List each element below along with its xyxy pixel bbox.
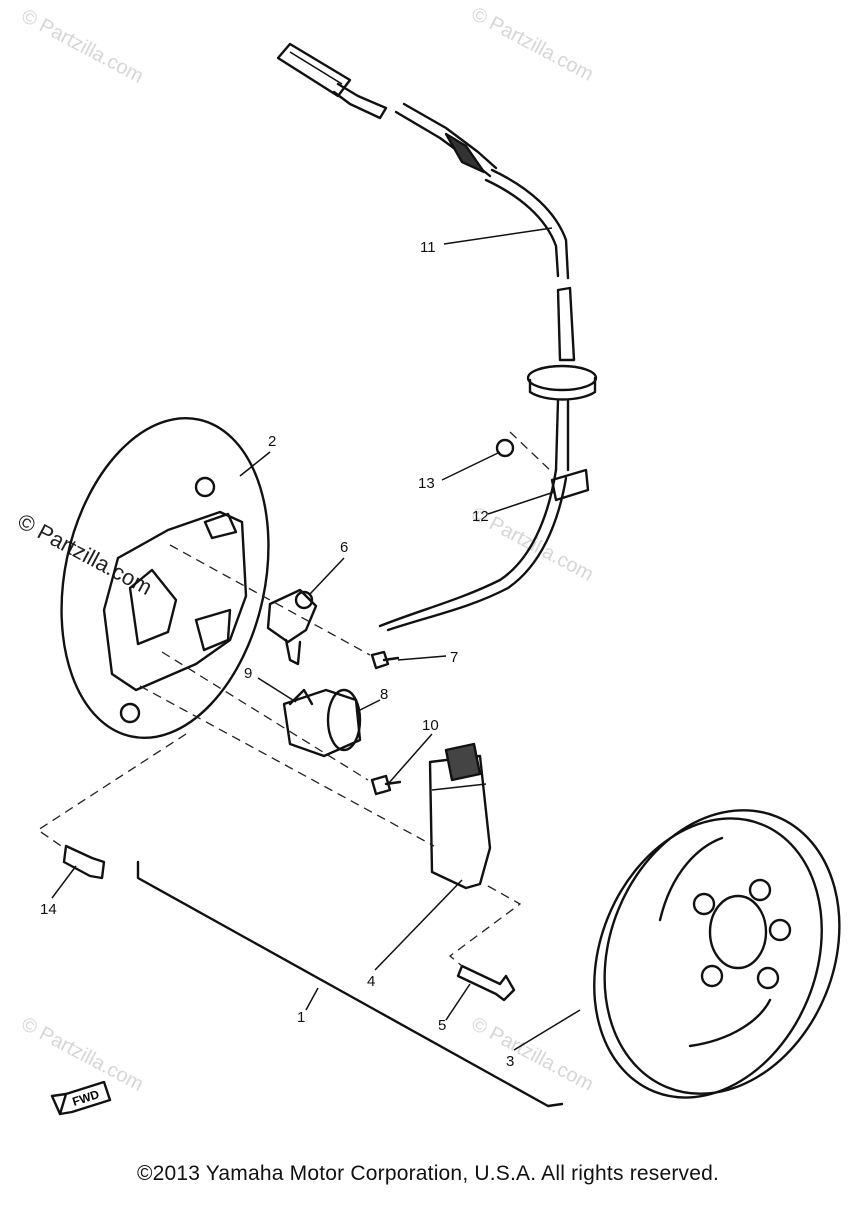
watermark: © Partzilla.com (18, 1013, 147, 1096)
callout-1: 1 (297, 1009, 305, 1026)
contact-breaker[interactable] (266, 588, 318, 666)
watermark: © Partzilla.com (14, 508, 157, 600)
callout-6: 6 (340, 539, 348, 556)
wire-clamp[interactable] (550, 468, 590, 502)
callout-14: 14 (40, 901, 57, 918)
callout-4: 4 (367, 973, 375, 990)
plate-screw[interactable] (62, 844, 106, 880)
callout-13: 13 (418, 475, 435, 492)
watermark: © Partzilla.com (468, 3, 597, 86)
condenser-screw[interactable] (370, 774, 402, 796)
callout-9: 9 (244, 665, 252, 682)
rotor-flywheel[interactable] (554, 775, 856, 1132)
callout-5: 5 (438, 1017, 446, 1034)
condenser-clip[interactable] (288, 688, 314, 706)
leader-lines (51, 227, 581, 1051)
callout-3: 3 (506, 1053, 514, 1070)
callout-7: 7 (450, 649, 458, 666)
callout-11: 11 (420, 239, 436, 256)
callouts: 1 2 3 4 5 6 7 8 9 10 11 12 13 14 (40, 239, 514, 1070)
condenser[interactable] (282, 688, 362, 758)
breaker-screw[interactable] (370, 650, 400, 670)
copyright-notice: ©2013 Yamaha Motor Corporation, U.S.A. A… (136, 1162, 720, 1185)
watermarks: © Partzilla.com © Partzilla.com © Partzi… (14, 3, 597, 1096)
alignment-lines (36, 431, 553, 967)
coil-bolt[interactable] (456, 964, 516, 1002)
watermark: © Partzilla.com (468, 1013, 597, 1096)
stator-plate[interactable] (34, 399, 297, 758)
watermark: © Partzilla.com (18, 5, 147, 88)
callout-8: 8 (380, 686, 388, 703)
callout-2: 2 (268, 433, 276, 450)
assembly-bracket (136, 860, 564, 1108)
callout-10: 10 (422, 717, 439, 734)
fwd-arrow: FWD (50, 1080, 112, 1116)
ignition-coil[interactable] (428, 742, 492, 890)
lead-wire[interactable] (276, 42, 598, 632)
clamp-screw[interactable] (495, 438, 515, 458)
callout-12: 12 (472, 508, 489, 525)
